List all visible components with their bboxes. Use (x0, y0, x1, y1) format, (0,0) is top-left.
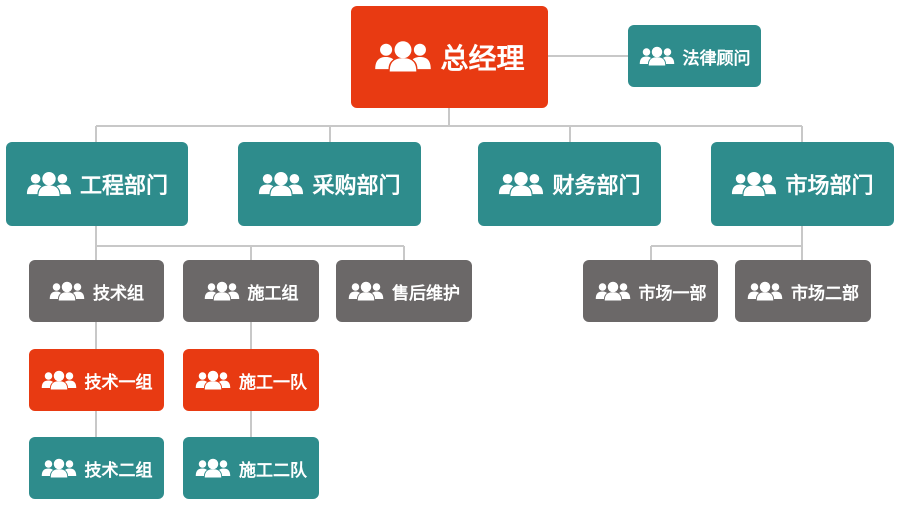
node-label: 技术一组 (84, 372, 153, 393)
node-label: 施工一队 (239, 372, 307, 393)
node-label: 施工二队 (239, 460, 307, 481)
node-label: 法律顾问 (682, 48, 751, 69)
people-group-icon (258, 171, 304, 198)
people-group-icon (195, 370, 231, 391)
node-after-sales: 售后维护 (336, 260, 472, 322)
node-label: 技术二组 (84, 460, 153, 481)
node-market-department: 市场部门 (711, 142, 894, 226)
people-group-icon (204, 281, 240, 302)
node-label: 市场二部 (791, 283, 859, 304)
node-label: 施工组 (247, 283, 299, 304)
node-label: 财务部门 (552, 174, 641, 199)
people-group-icon (639, 46, 675, 67)
node-tech-team-2: 技术二组 (29, 437, 164, 499)
node-tech-team-1: 技术一组 (29, 349, 164, 411)
people-group-icon (747, 281, 783, 302)
people-group-icon (195, 458, 231, 479)
node-label: 工程部门 (79, 174, 168, 199)
node-legal-advisor: 法律顾问 (628, 25, 761, 87)
node-label: 技术组 (93, 283, 144, 304)
node-engineering-department: 工程部门 (6, 142, 188, 226)
node-construction-team-2: 施工二队 (183, 437, 319, 499)
node-construction-group: 施工组 (183, 260, 319, 322)
node-procurement-department: 采购部门 (238, 142, 421, 226)
node-market-1: 市场一部 (583, 260, 718, 322)
node-general-manager: 总经理 (351, 6, 548, 108)
node-label: 总经理 (440, 42, 525, 75)
people-group-icon (731, 171, 777, 198)
node-label: 市场部门 (785, 174, 874, 199)
node-label: 采购部门 (312, 174, 401, 199)
people-group-icon (595, 281, 631, 302)
node-construction-team-1: 施工一队 (183, 349, 319, 411)
people-group-icon (41, 370, 77, 391)
people-group-icon (26, 171, 72, 198)
node-finance-department: 财务部门 (478, 142, 661, 226)
node-tech-group: 技术组 (29, 260, 164, 322)
node-market-2: 市场二部 (735, 260, 871, 322)
people-group-icon (374, 40, 432, 74)
people-group-icon (348, 281, 384, 302)
people-group-icon (49, 281, 85, 302)
node-label: 市场一部 (638, 283, 707, 304)
people-group-icon (498, 171, 544, 198)
node-label: 售后维护 (392, 283, 460, 304)
people-group-icon (41, 458, 77, 479)
